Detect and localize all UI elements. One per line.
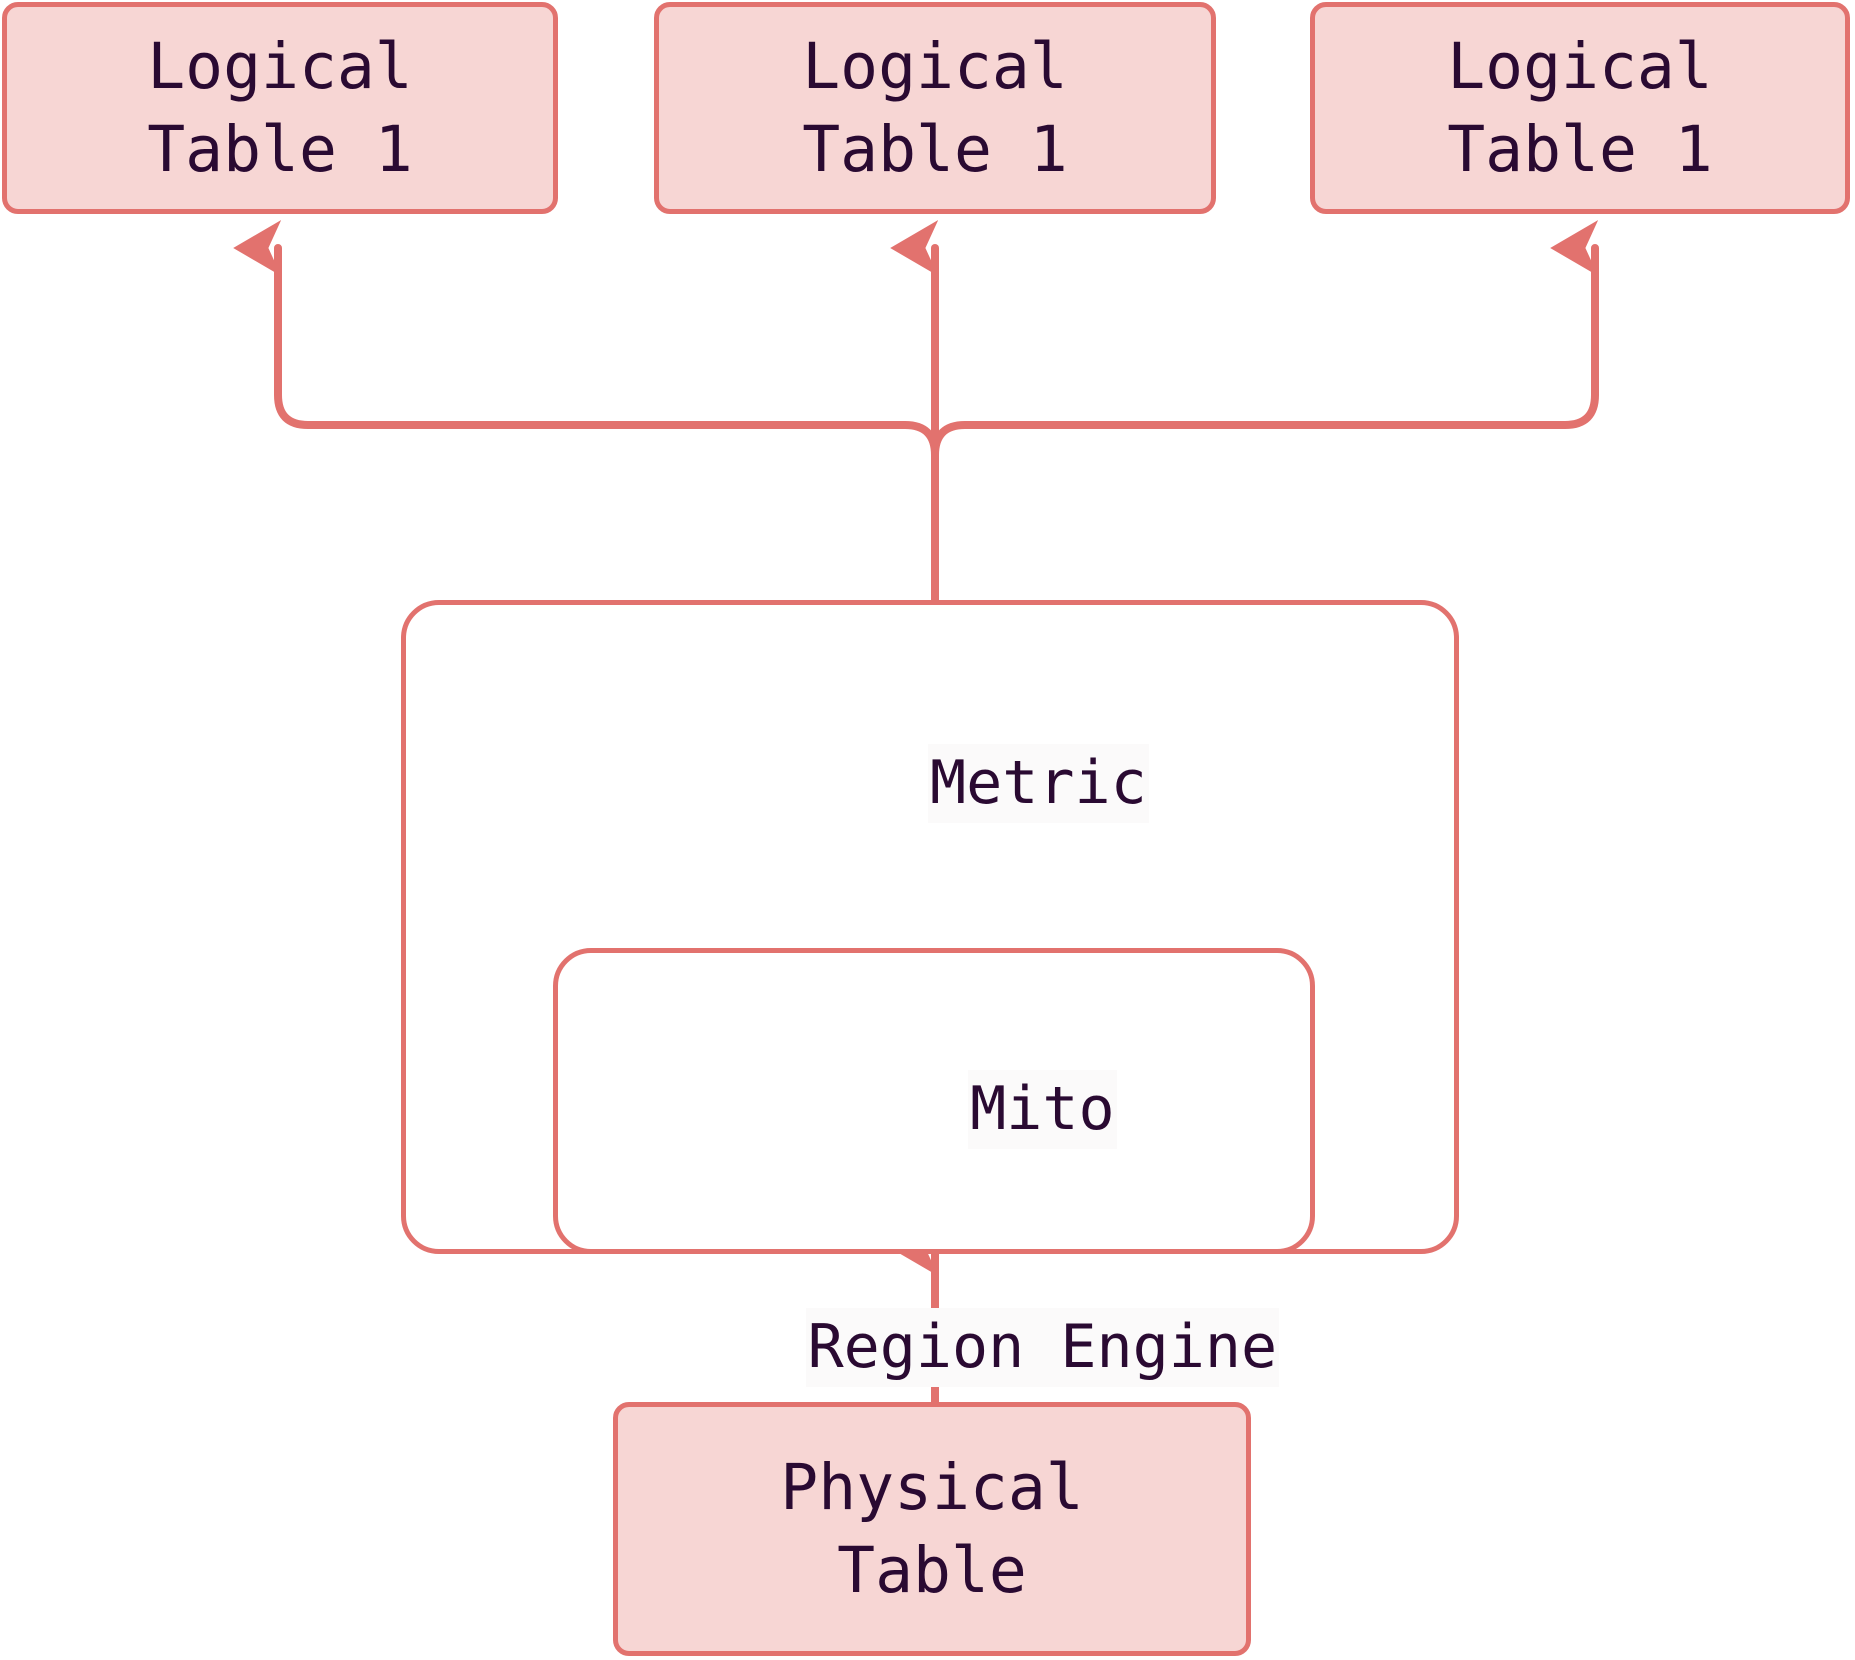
node-logical-table-1-line-2: Table 1 (147, 113, 413, 186)
node-logical-table-2-line-1: Logical (802, 29, 1068, 103)
edge-metric-to-logical-table-1 (233, 220, 939, 459)
node-logical-table-2[interactable]: Logical Table 1 (654, 2, 1216, 214)
node-mito-region-engine-caption-2: Region Engine (805, 1307, 1280, 1387)
node-logical-table-3-line-2: Table 1 (1447, 113, 1713, 186)
node-physical-table-line-1: Physical (780, 1450, 1084, 1524)
node-mito-region-engine[interactable]: Mito Region Engine (553, 948, 1315, 1387)
node-logical-table-1-line-1: Logical (147, 29, 413, 103)
edge-metric-to-logical-table-3 (931, 220, 1599, 459)
node-logical-table-2-line-2: Table 1 (802, 113, 1068, 186)
node-metric-region-engine-line-1: Metric (711, 665, 1149, 903)
node-physical-table-line-2: Table (837, 1534, 1027, 1607)
node-mito-region-engine-line-2: Region Engine (589, 1229, 1280, 1467)
node-mito-region-engine-caption-1: Mito (968, 1070, 1117, 1150)
node-logical-table-3-line-1: Logical (1447, 29, 1713, 103)
node-physical-table[interactable]: Physical Table (613, 1402, 1251, 1656)
node-mito-region-engine-line-1: Mito (751, 991, 1117, 1229)
node-metric-region-engine-caption-1: Metric (928, 744, 1149, 824)
node-logical-table-3[interactable]: Logical Table 1 (1310, 2, 1850, 214)
node-logical-table-1[interactable]: Logical Table 1 (2, 2, 558, 214)
